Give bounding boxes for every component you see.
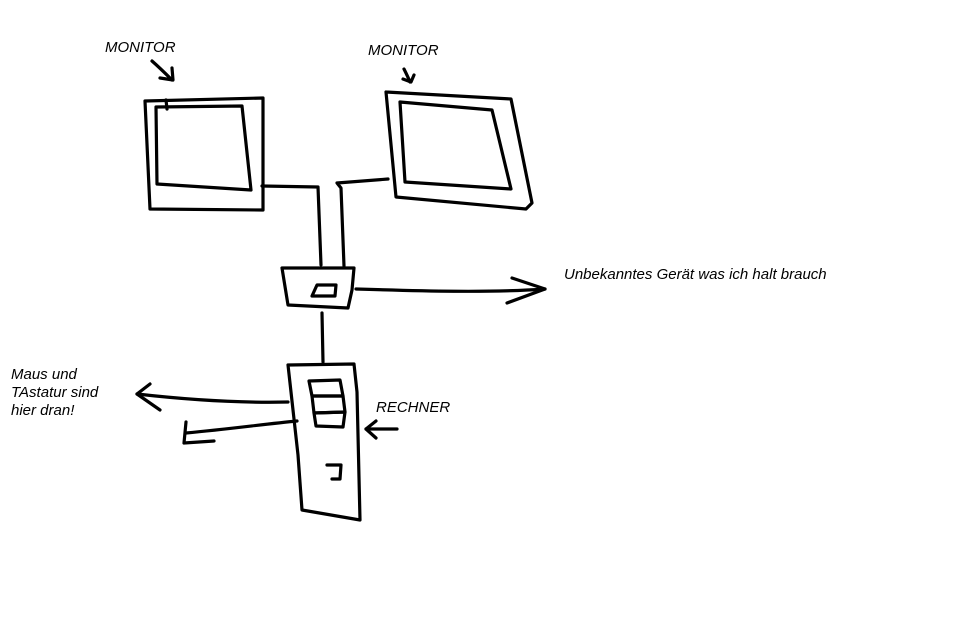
- peripheral-pointer-arrows: [135, 382, 299, 445]
- peripherals-note-line-1: Maus und: [11, 366, 77, 383]
- monitor-right-shape: [384, 90, 534, 211]
- unknown-device-pointer-arrow: [354, 276, 547, 305]
- computer-tower-shape: [286, 362, 362, 522]
- monitor-left-pointer-arrow: [150, 59, 175, 82]
- monitor-left-label: MONITOR: [105, 39, 176, 56]
- monitor-left-shape: [143, 96, 265, 212]
- computer-label: RECHNER: [376, 399, 451, 416]
- unknown-device-shape: [280, 266, 356, 310]
- unknown-device-label: Unbekanntes Gerät was ich halt brauch: [564, 266, 827, 283]
- monitor-cables: [260, 177, 390, 268]
- computer-pointer-arrow: [364, 419, 399, 440]
- peripherals-note-line-2: TAstatur sind: [11, 384, 99, 401]
- monitor-right-pointer-arrow: [401, 67, 416, 84]
- monitor-right-label: MONITOR: [368, 42, 439, 59]
- device-to-computer-cable: [320, 311, 325, 364]
- peripherals-note-line-3: hier dran!: [11, 402, 75, 419]
